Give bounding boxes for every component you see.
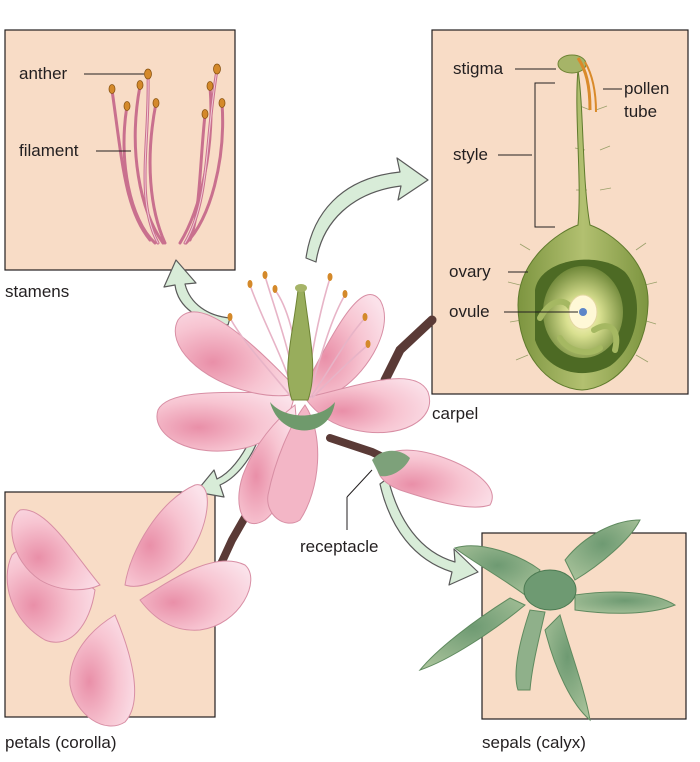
stamens-caption: stamens <box>5 282 70 301</box>
ovary-label: ovary <box>449 262 491 281</box>
carpel-illustration <box>507 54 658 391</box>
sepals-caption: sepals (calyx) <box>482 733 586 752</box>
anther-label: anther <box>19 64 68 83</box>
ovule-cell <box>579 308 587 316</box>
pollen-tube-label-line2: tube <box>624 102 658 121</box>
receptacle-label: receptacle <box>300 537 379 556</box>
stamens-illustration <box>108 63 226 245</box>
carpel-caption: carpel <box>432 404 479 423</box>
stigma-label: stigma <box>453 59 504 78</box>
central-flower <box>156 271 493 524</box>
sepals-illustration <box>418 519 677 722</box>
receptacle-leader-2 <box>346 469 373 498</box>
petals-illustration <box>6 484 252 727</box>
style-label: style <box>453 145 488 164</box>
petals-caption: petals (corolla) <box>5 733 117 752</box>
pollen-tube-label-line1: pollen <box>624 79 670 98</box>
carpel-leaders <box>498 68 622 313</box>
filament-label: filament <box>19 141 79 160</box>
connector-arrows <box>163 157 479 586</box>
ovule-label: ovule <box>449 302 490 321</box>
